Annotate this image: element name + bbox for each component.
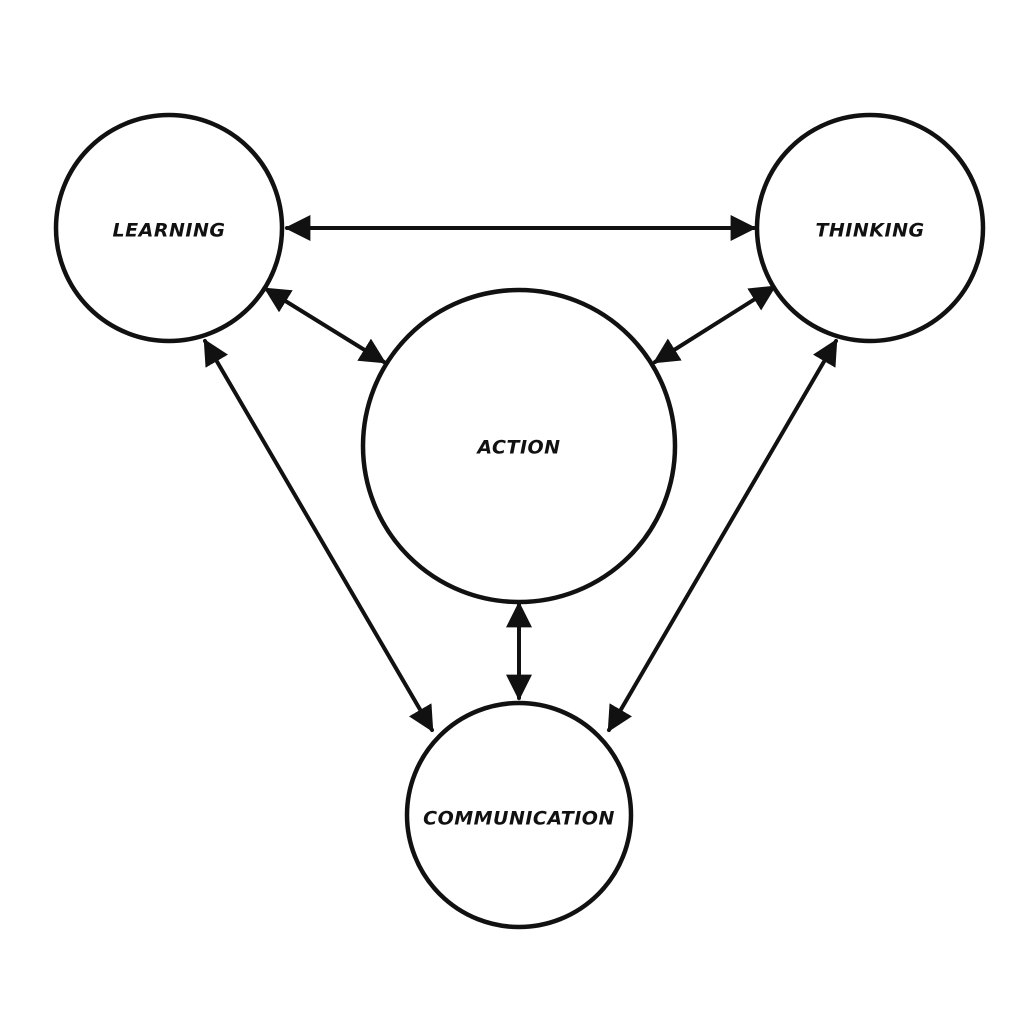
node-communication-label: COMMUNICATION bbox=[423, 808, 615, 830]
node-thinking-circle bbox=[754, 112, 986, 344]
arrow-thinking-action bbox=[652, 285, 777, 364]
node-thinking: THINKING bbox=[754, 112, 986, 344]
arrow-thinking-communication bbox=[607, 338, 838, 733]
node-learning-circle bbox=[53, 112, 285, 344]
node-learning-label: LEARNING bbox=[113, 220, 226, 242]
node-action-circle bbox=[360, 287, 678, 605]
node-communication: COMMUNICATION bbox=[404, 700, 634, 930]
node-action-label: ACTION bbox=[475, 437, 560, 459]
diagram-nodes: LEARNING THINKING ACTION COMMUNICATION bbox=[53, 112, 986, 930]
arrow-learning-action bbox=[263, 287, 387, 364]
arrow-learning-communication bbox=[203, 338, 434, 733]
node-thinking-label: THINKING bbox=[815, 220, 924, 242]
node-learning: LEARNING bbox=[53, 112, 285, 344]
node-action: ACTION bbox=[360, 287, 678, 605]
connector-arrows bbox=[203, 215, 838, 733]
node-communication-circle bbox=[404, 700, 634, 930]
